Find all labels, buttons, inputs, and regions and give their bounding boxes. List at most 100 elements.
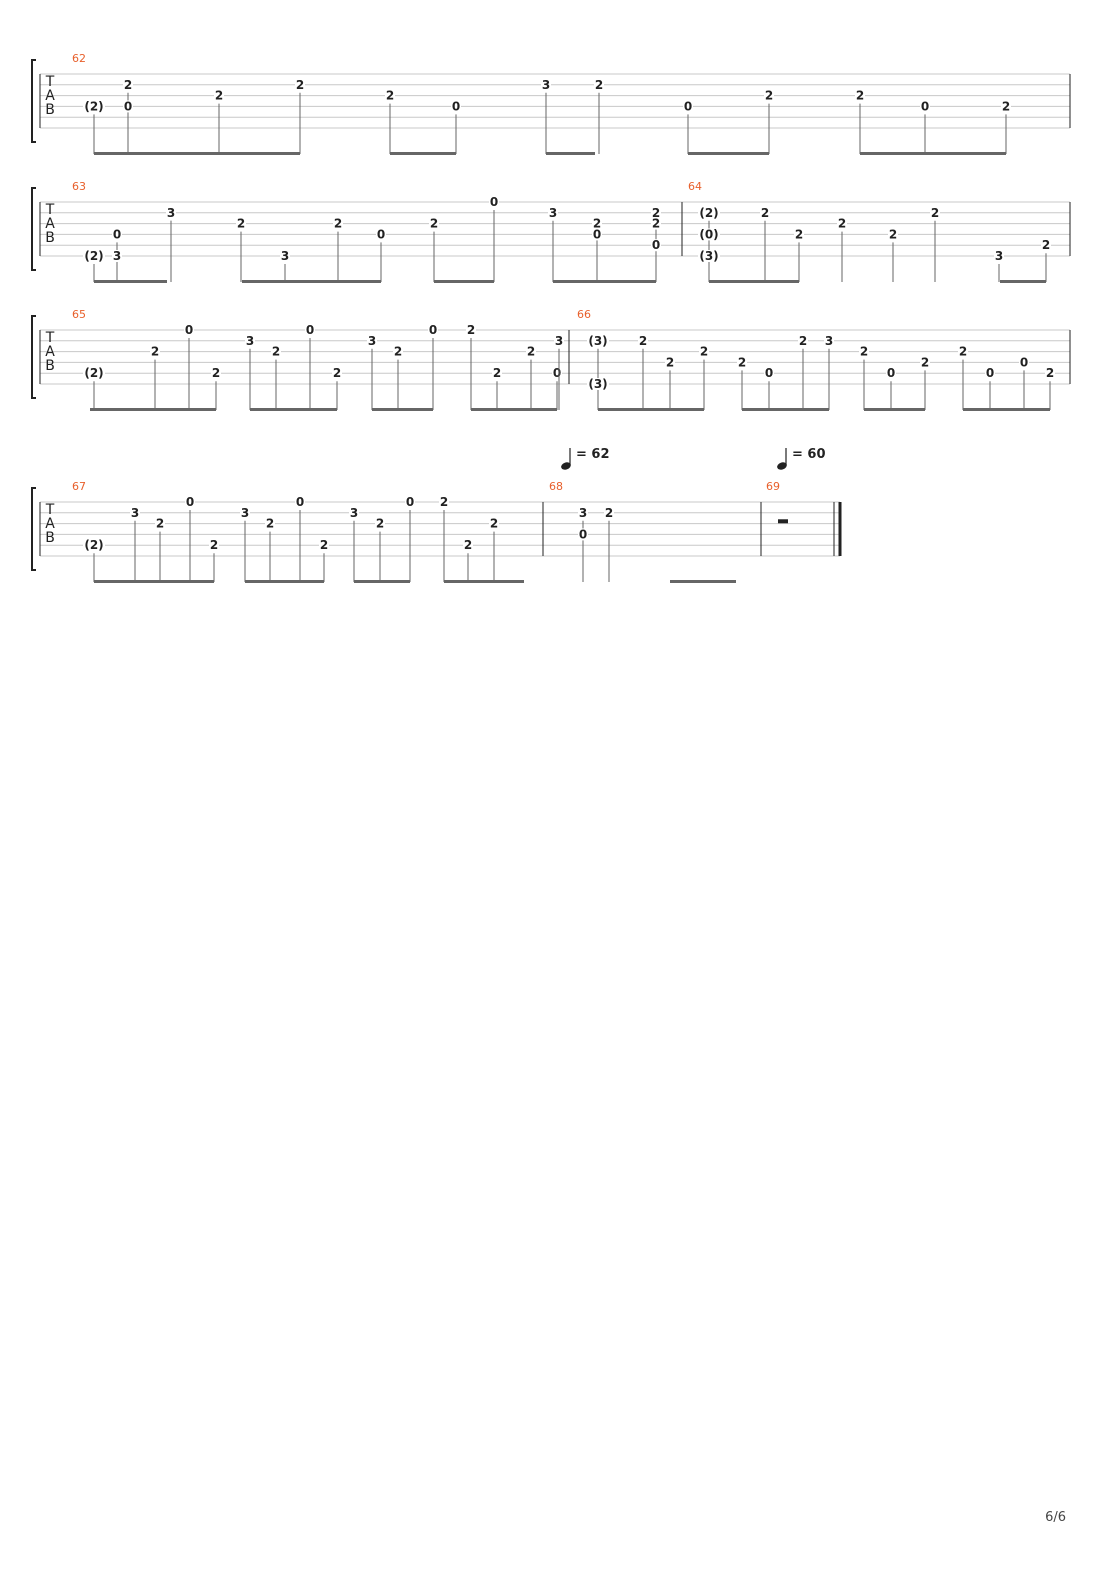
tab-clef-letter: A [45, 88, 55, 104]
fret-number: 2 [376, 517, 384, 531]
note-bg [594, 78, 604, 91]
fret-number: 3 [368, 334, 376, 348]
measure-number: 69 [766, 480, 780, 493]
fret-number: 2 [493, 366, 501, 380]
note-bg [587, 334, 609, 347]
note-bg [1019, 356, 1029, 369]
note-bg [376, 228, 386, 241]
fret-number: 2 [215, 89, 223, 103]
fret-number: 0 [579, 527, 587, 541]
note-bg [698, 228, 720, 241]
note-bg [466, 324, 476, 336]
fret-number: 2 [333, 366, 341, 380]
note-bg [920, 100, 930, 113]
fret-number: 2 [595, 78, 603, 92]
note-bg [651, 206, 661, 219]
note-bg [295, 78, 305, 91]
fret-number: 3 [825, 334, 833, 348]
note-bg [794, 228, 804, 241]
note-bg [920, 356, 930, 369]
note-bg [123, 78, 133, 91]
tempo-text: = 60 [792, 447, 826, 462]
note-bg [1001, 100, 1011, 113]
fret-number: (2) [84, 538, 103, 552]
beam [670, 580, 736, 583]
beam [94, 280, 167, 283]
beam [94, 580, 214, 583]
beam [688, 152, 769, 155]
note-bg [83, 100, 105, 113]
beam [444, 580, 524, 583]
note-bg [651, 217, 661, 230]
system-bracket [31, 187, 36, 271]
beam [742, 408, 829, 411]
fret-number: 3 [246, 334, 254, 348]
note-bg [214, 89, 224, 102]
fret-number: 0 [490, 195, 498, 209]
beam [434, 280, 494, 283]
fret-number: (3) [588, 334, 607, 348]
fret-number: 2 [860, 345, 868, 359]
note-bg [1045, 367, 1055, 380]
fret-number: (3) [588, 377, 607, 391]
note-bg [393, 345, 403, 358]
note-bg [798, 334, 808, 347]
fret-number: (2) [84, 366, 103, 380]
fret-number: (2) [84, 99, 103, 113]
measure-number: 64 [688, 180, 702, 193]
beam [390, 152, 456, 155]
beam [1000, 280, 1046, 283]
fret-number: 0 [986, 366, 994, 380]
note-bg [112, 228, 122, 241]
note-bg [83, 367, 105, 380]
beam [709, 280, 799, 283]
note-bg [592, 228, 602, 241]
fret-number: 2 [652, 217, 660, 231]
fret-number: 0 [1020, 355, 1028, 369]
fret-number: 2 [320, 538, 328, 552]
note-bg [930, 206, 940, 219]
note-bg [737, 356, 747, 369]
fret-number: 3 [281, 249, 289, 263]
beam [598, 408, 704, 411]
note-bg [439, 496, 449, 508]
fret-number: 2 [467, 323, 475, 337]
fret-number: 2 [605, 506, 613, 520]
note-bg [280, 250, 290, 262]
fret-number: 2 [490, 517, 498, 531]
tempo-mark: = 60 [777, 447, 826, 470]
tab-clef-letter: T [45, 330, 55, 346]
fret-number: 2 [593, 217, 601, 231]
note-bg [886, 367, 896, 380]
fret-number: 2 [921, 355, 929, 369]
note-bg [209, 539, 219, 552]
note-bg [385, 89, 395, 102]
fret-number: 0 [887, 366, 895, 380]
tab-clef-letter: A [45, 216, 55, 232]
note-bg [958, 345, 968, 358]
fret-number: 3 [113, 249, 121, 263]
tab-clef-letter: T [45, 74, 55, 90]
note-bg [683, 100, 693, 113]
fret-number: 2 [266, 517, 274, 531]
note-bg [295, 496, 305, 508]
note-bg [429, 217, 439, 230]
beam [245, 580, 324, 583]
fret-number: 2 [639, 334, 647, 348]
fret-number: (2) [84, 249, 103, 263]
fret-number: 0 [452, 99, 460, 113]
measure-number: 68 [549, 480, 563, 493]
beam [860, 152, 1006, 155]
note-bg [271, 345, 281, 358]
fret-number: 0 [765, 366, 773, 380]
fret-number: 3 [167, 206, 175, 220]
fret-number: (2) [699, 206, 718, 220]
fret-number: 2 [272, 345, 280, 359]
note-bg [552, 367, 562, 380]
note-bg [184, 324, 194, 336]
beam [94, 152, 300, 155]
note-bg [554, 334, 564, 347]
fret-number: 0 [593, 227, 601, 241]
fret-number: 3 [131, 506, 139, 520]
note-bg [265, 517, 275, 530]
